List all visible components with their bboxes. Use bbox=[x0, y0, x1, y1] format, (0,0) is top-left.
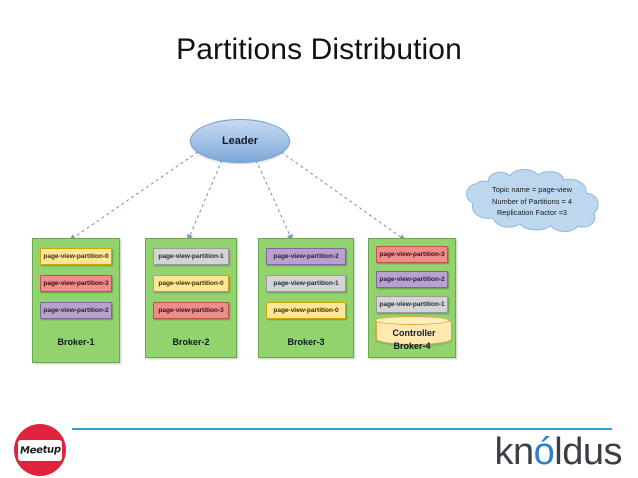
meetup-logo: Meetup bbox=[14, 424, 66, 476]
broker-box-3[interactable]: page-view-partition-2 page-view-partitio… bbox=[258, 238, 354, 358]
partition-chip[interactable]: page-view-partition-0 bbox=[40, 248, 112, 265]
broker-label: Broker-4 bbox=[393, 341, 431, 351]
knoldus-logo: knóldus bbox=[495, 432, 623, 472]
knoldus-accent-letter: ó bbox=[533, 431, 555, 473]
partition-chip[interactable]: page-view-partition-3 bbox=[376, 246, 448, 263]
callout-line-partitions: Number of Partitions = 4 bbox=[492, 196, 572, 206]
leader-label: Leader bbox=[221, 135, 259, 147]
broker-label: Broker-1 bbox=[57, 337, 95, 347]
callout-line-topic: Topic name = page-view bbox=[492, 185, 572, 194]
broker-box-4[interactable]: page-view-partition-3 page-view-partitio… bbox=[368, 238, 456, 358]
page-title: Partitions Distribution bbox=[176, 33, 462, 66]
broker-label: Broker-2 bbox=[172, 337, 210, 347]
topic-info-callout: Topic name = page-view Number of Partiti… bbox=[452, 168, 612, 234]
controller-label: Controller bbox=[392, 327, 436, 338]
arrow-to-broker-4 bbox=[280, 151, 406, 241]
partition-chip[interactable]: page-view-partition-1 bbox=[153, 248, 229, 265]
broker-box-2[interactable]: page-view-partition-1 page-view-partitio… bbox=[145, 238, 237, 358]
footer-divider bbox=[72, 428, 612, 430]
partition-chip[interactable]: page-view-partition-1 bbox=[266, 275, 346, 292]
broker-box-1[interactable]: page-view-partition-0 page-view-partitio… bbox=[32, 238, 120, 363]
partition-chip[interactable]: page-view-partition-1 bbox=[376, 296, 448, 313]
partition-chip[interactable]: page-view-partition-2 bbox=[40, 302, 112, 319]
partition-chip[interactable]: page-view-partition-0 bbox=[266, 302, 346, 319]
controller-cylinder[interactable]: Controller bbox=[375, 316, 452, 345]
partition-chip[interactable]: page-view-partition-3 bbox=[40, 275, 112, 292]
partition-chip[interactable]: page-view-partition-0 bbox=[153, 275, 229, 292]
leader-node[interactable]: Leader bbox=[190, 119, 290, 163]
knoldus-suffix: ldus bbox=[554, 431, 622, 473]
partition-chip[interactable]: page-view-partition-2 bbox=[266, 248, 346, 265]
arrow-to-broker-1 bbox=[69, 151, 199, 241]
partition-chip[interactable]: page-view-partition-3 bbox=[153, 302, 229, 319]
arrow-to-broker-3 bbox=[255, 159, 293, 242]
broker-label: Broker-3 bbox=[287, 337, 325, 347]
meetup-wordmark: Meetup bbox=[19, 443, 61, 457]
cloud-shape bbox=[466, 169, 599, 233]
knoldus-prefix: kn bbox=[494, 431, 535, 473]
callout-text-block: Topic name = page-view Number of Partiti… bbox=[452, 184, 612, 219]
arrow-to-broker-2 bbox=[187, 159, 223, 242]
meetup-plate: Meetup bbox=[18, 439, 62, 461]
partition-chip[interactable]: page-view-partition-2 bbox=[376, 271, 448, 288]
callout-line-replication: Replication Factor =3 bbox=[496, 208, 568, 217]
